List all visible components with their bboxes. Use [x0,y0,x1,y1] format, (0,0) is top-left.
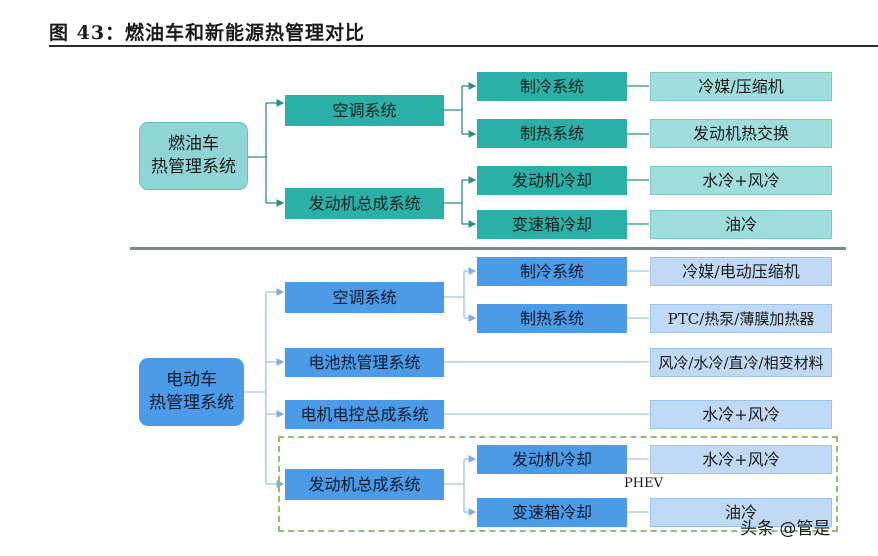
fuel-ac-system: 空调系统 [285,95,444,126]
ev-heating-system: 制热系统 [477,304,627,333]
fuel-vehicle-root: 燃油车 热管理系统 [139,122,248,190]
fuel-root-label: 燃油车 热管理系统 [151,134,236,177]
fuel-engine-cooling-leaf: 水冷+风冷 [650,166,832,195]
section-divider [130,247,846,250]
ev-battery-leaf: 风冷/水冷/直冷/相变材料 [650,348,832,377]
ev-ac-system: 空调系统 [285,282,444,313]
fuel-engine-system: 发动机总成系统 [285,188,444,219]
ev-engine-cooling: 发动机冷却 [477,445,627,474]
ev-gearbox-cooling-leaf: 油冷 [650,498,832,527]
ev-engine-system: 发动机总成系统 [285,469,444,500]
phev-label: PHEV [621,476,666,491]
watermark: 头条 @管是 [740,519,831,539]
ev-engine-cooling-leaf: 水冷+风冷 [650,445,832,474]
fuel-gearbox-cooling-leaf: 油冷 [650,210,832,239]
fuel-cooling-system: 制冷系统 [477,72,627,101]
figure-title: 图 43：燃油车和新能源热管理对比 [49,22,366,44]
fuel-heating-system: 制热系统 [477,119,627,148]
fuel-heating-leaf: 发动机热交换 [650,119,832,148]
ev-gearbox-cooling: 变速箱冷却 [477,498,627,527]
ev-heating-leaf: PTC/热泵/薄膜加热器 [650,304,832,333]
fuel-engine-cooling: 发动机冷却 [477,166,627,195]
ev-root-label: 电动车 热管理系统 [149,370,234,413]
fuel-cooling-leaf: 冷媒/压缩机 [650,72,832,101]
ev-motor-leaf: 水冷+风冷 [650,400,832,429]
phev-group-frame [278,436,838,532]
ev-battery-system: 电池热管理系统 [285,348,444,377]
ev-motor-system: 电机电控总成系统 [285,400,444,429]
fuel-gearbox-cooling: 变速箱冷却 [477,210,627,239]
ev-cooling-system: 制冷系统 [477,257,627,286]
ev-cooling-leaf: 冷媒/电动压缩机 [650,257,832,286]
ev-root: 电动车 热管理系统 [139,358,244,426]
title-underline [49,45,878,47]
